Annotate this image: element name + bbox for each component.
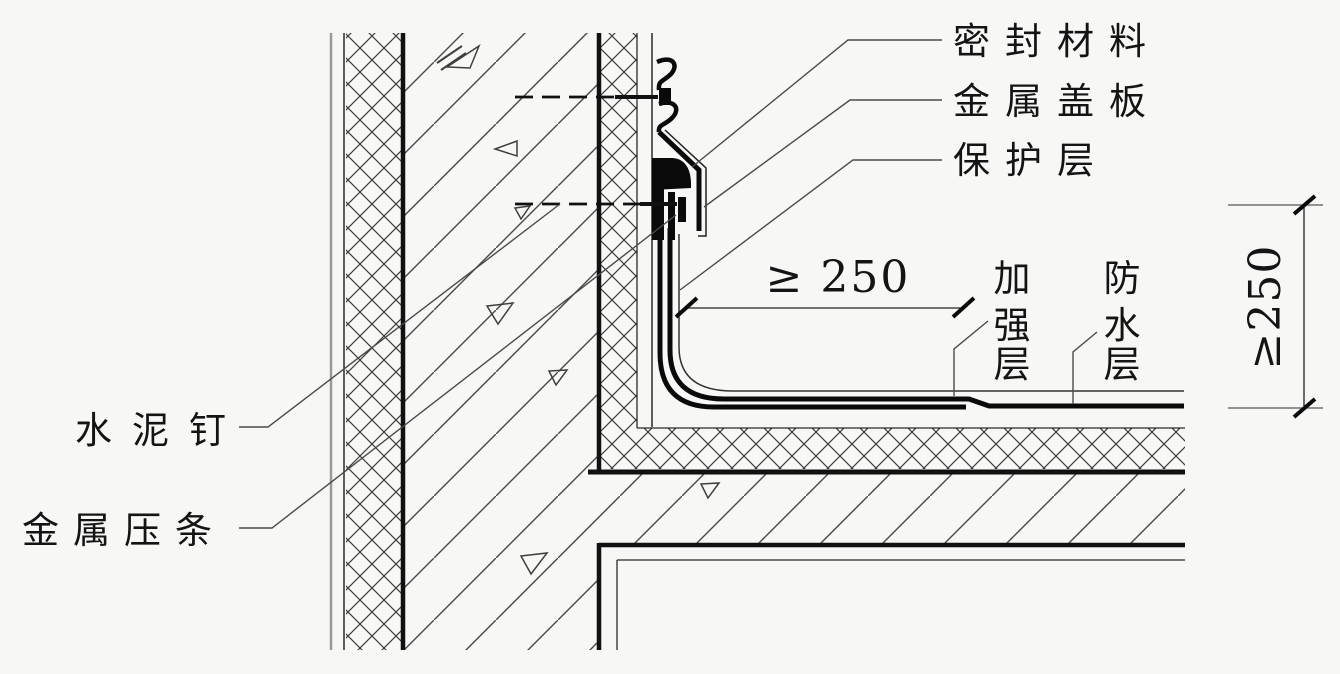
membrane-layers [657,224,1184,410]
label-protective-layer: 保护层 [953,139,1109,182]
label-cement-nail: 水泥钉 [75,409,246,452]
char: 加 [994,257,1031,300]
leader-waterproof-layer [1072,331,1098,404]
metal-batten-bar [678,197,686,222]
interior-ceiling-corner [596,542,1185,650]
char: 层 [994,343,1031,386]
label-metal-batten: 金属压条 [22,509,226,552]
char: 层 [1104,343,1141,386]
leader-reinforcement-layer [953,320,989,396]
label-reinforcement-layer: 加 强 层 [994,257,1031,386]
cover-plate-fixing [659,88,671,105]
dimension-horizontal: ≥ 250 [674,252,976,319]
flashing-detail [652,57,707,240]
char: 防 [1104,257,1141,300]
char: 水 [1104,304,1141,347]
leader-cement-nail [239,203,561,428]
label-seal-material: 密封材料 [953,20,1161,63]
dimension-vertical: ≥250 [1228,194,1323,419]
dimension-ticks [1292,194,1317,419]
concrete-aggregate-symbols [436,44,721,576]
leader-protective-layer [679,159,942,291]
annotation-labels: 密封材料 金属盖板 保护层 水泥钉 金属压条 加 强 层 防 水 层 [22,20,1161,552]
dimension-ticks [674,296,976,319]
label-waterproof-layer: 防 水 层 [1104,257,1141,386]
metal-cover-plate-outline [664,129,707,237]
label-metal-cover-plate: 金属盖板 [953,80,1161,123]
membrane-termination-bar-2 [668,192,675,240]
char: 强 [994,304,1031,347]
leader-metal-batten [239,214,677,529]
protective-layer-line [678,234,1184,392]
wall-exterior-layers [329,33,406,650]
waterproof-layer-line [657,224,966,410]
leader-seal-material [691,39,942,168]
reinforcement-layer-line [667,228,1184,409]
leader-metal-cover [703,99,942,208]
sealant-blob [652,158,692,190]
dimension-horizontal-value: ≥ 250 [766,252,911,303]
dimension-vertical-value: ≥250 [1240,245,1291,370]
leader-lines [239,39,1098,529]
nail-centerlines [515,95,677,206]
metal-cover-plate-line [657,130,702,231]
concrete-structure-hatch [405,33,1185,650]
